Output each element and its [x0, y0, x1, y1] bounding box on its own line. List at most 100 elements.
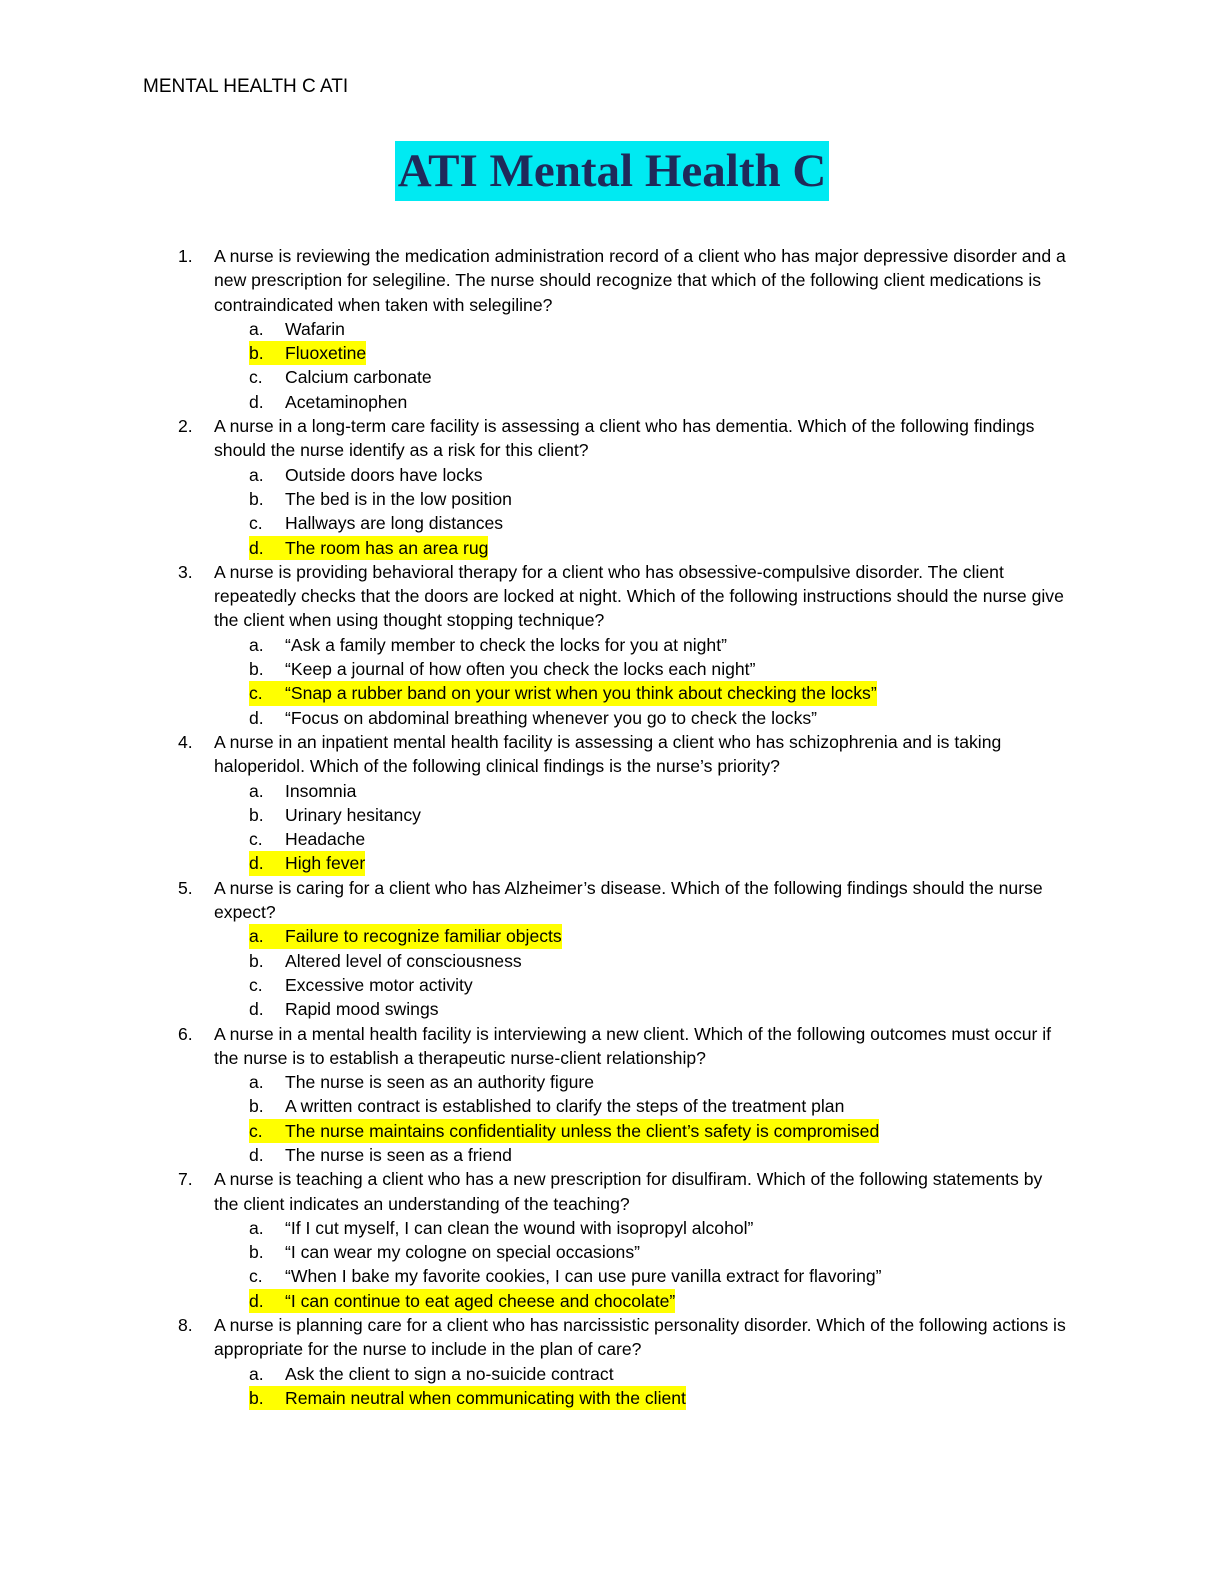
- option-letter: a.: [249, 318, 264, 339]
- highlighted-answer: d.High fever: [249, 851, 366, 876]
- answer-option: d.“Focus on abdominal breathing whenever…: [0, 706, 1224, 730]
- option-text: Rapid mood swings: [285, 999, 439, 1020]
- option-text: Outside doors have locks: [285, 464, 483, 485]
- answer-option-content: a.Insomnia: [249, 779, 356, 803]
- option-letter: c.: [249, 829, 263, 850]
- option-text: “Focus on abdominal breathing whenever y…: [285, 707, 818, 728]
- question-text: A nurse is planning care for a client wh…: [214, 1315, 1066, 1360]
- option-letter: b.: [249, 659, 264, 680]
- answer-option: d.Acetaminophen: [0, 390, 1224, 414]
- option-letter: b.: [249, 488, 264, 509]
- question-item: 1. A nurse is reviewing the medication ad…: [0, 244, 1224, 414]
- answer-option: a. “Ask a family member to check the lock…: [0, 633, 1224, 657]
- question-number: 2.: [178, 416, 193, 437]
- option-text: The bed is in the low position: [285, 488, 512, 509]
- answer-option: d.The room has an area rug: [0, 535, 1224, 560]
- answer-option-content: b. A written contract is established to c…: [249, 1094, 844, 1118]
- option-text: Urinary hesitancy: [285, 804, 421, 825]
- option-letter: c.: [249, 974, 263, 995]
- option-text: “I can wear my cologne on special occasi…: [285, 1242, 640, 1263]
- answer-option-content: c. “When I bake my favorite cookies, I ca…: [249, 1264, 882, 1288]
- question-item: 4.A nurse in an inpatient mental health …: [0, 730, 1224, 876]
- answer-option: b.Fluoxetine: [0, 341, 1224, 366]
- question-number: 6.: [178, 1023, 193, 1044]
- question-item: 3.A nurse is providing behavioral therap…: [0, 560, 1224, 730]
- document-title: ATI Mental Health C: [394, 141, 830, 201]
- question-item: 7. A nurse is teaching a client who has a…: [0, 1167, 1224, 1314]
- option-letter: d.: [249, 1290, 264, 1311]
- question-number: 5.: [178, 877, 193, 898]
- answer-option: b.Remain neutral when communicating with…: [0, 1385, 1224, 1411]
- answer-option: b. The bed is in the low position: [0, 487, 1224, 511]
- option-letter: a.: [249, 926, 264, 947]
- title-container: ATI Mental Health C: [0, 141, 1224, 201]
- option-letter: a.: [249, 780, 264, 801]
- question-text: A nurse in a mental health facility is i…: [214, 1023, 1052, 1068]
- answer-option: a. Wafarin: [0, 317, 1224, 341]
- option-text: “Ask a family member to check the locks …: [285, 634, 727, 655]
- option-text: Ask the client to sign a no-suicide cont…: [285, 1363, 614, 1384]
- question-number: 3.: [178, 561, 193, 582]
- option-letter: b.: [249, 1242, 264, 1263]
- answer-option-content: b.Altered level of consciousness: [249, 949, 522, 973]
- question-text: A nurse is teaching a client who has a n…: [214, 1169, 1043, 1214]
- answer-option: a.The nurse is seen as an authority figu…: [0, 1070, 1224, 1094]
- option-text: The nurse is seen as an authority figure: [285, 1072, 595, 1093]
- option-letter: d.: [249, 999, 264, 1020]
- highlighted-answer: b.Fluoxetine: [249, 341, 367, 366]
- highlighted-answer: c. “Snap a rubber band on your wrist when…: [249, 681, 877, 706]
- answer-option: d. The nurse is seen as a friend: [0, 1143, 1224, 1167]
- option-text: Headache: [285, 829, 366, 850]
- option-letter: a.: [249, 464, 264, 485]
- question-number: 4.: [178, 731, 193, 752]
- option-text: The nurse is seen as a friend: [285, 1144, 512, 1165]
- answer-option: b.Urinary hesitancy: [0, 803, 1224, 827]
- question-text: A nurse is caring for a client who has A…: [214, 877, 1043, 923]
- option-letter: d.: [249, 1144, 264, 1165]
- highlighted-answer: d.The room has an area rug: [249, 535, 489, 560]
- answer-option: a. Outside doors have locks: [0, 463, 1224, 487]
- option-letter: a.: [249, 634, 264, 655]
- question-number: 7.: [178, 1169, 193, 1190]
- option-letter: d.: [249, 537, 264, 558]
- question-item: 6. A nurse in a mental health facility is…: [0, 1022, 1224, 1168]
- answer-option: b. A written contract is established to c…: [0, 1094, 1224, 1118]
- answer-option: c.Calcium carbonate: [0, 365, 1224, 389]
- answer-option: d. Rapid mood swings: [0, 997, 1224, 1021]
- option-text: “Snap a rubber band on your wrist when y…: [285, 683, 877, 704]
- question-text: A nurse is reviewing the medication admi…: [214, 246, 1066, 315]
- option-letter: c.: [249, 1120, 263, 1141]
- answer-option-content: a.“If I cut myself, I can clean the woun…: [249, 1216, 753, 1240]
- answer-option-content: c.Excessive motor activity: [249, 973, 473, 997]
- answer-option-content: c.Calcium carbonate: [249, 365, 432, 389]
- option-letter: a.: [249, 1217, 264, 1238]
- question-number: 1.: [178, 246, 193, 266]
- option-letter: c.: [249, 683, 263, 704]
- option-letter: b.: [249, 1387, 264, 1408]
- highlighted-answer: a. Failure to recognize familiar objects: [249, 924, 562, 949]
- answer-option-content: d.Acetaminophen: [249, 390, 407, 414]
- question-item: 5. A nurse is caring for a client who has…: [0, 876, 1224, 1022]
- option-text: A written contract is established to cla…: [285, 1096, 845, 1117]
- question-text: A nurse in a long-term care facility is …: [214, 416, 1035, 461]
- option-letter: c.: [249, 1266, 263, 1287]
- answer-option: c. The nurse maintains confidentiality un…: [0, 1118, 1224, 1143]
- question-list: 1. A nurse is reviewing the medication ad…: [0, 244, 1224, 1411]
- option-text: High fever: [285, 853, 366, 874]
- answer-option: a.“If I cut myself, I can clean the woun…: [0, 1216, 1224, 1240]
- option-letter: b.: [249, 1096, 264, 1117]
- option-text: “I can continue to eat aged cheese and c…: [285, 1290, 676, 1311]
- answer-option-content: d. The nurse is seen as a friend: [249, 1143, 512, 1167]
- option-text: The nurse maintains confidentiality unle…: [285, 1120, 880, 1141]
- answer-option-content: d.“Focus on abdominal breathing whenever…: [249, 706, 817, 730]
- option-letter: c.: [249, 367, 263, 388]
- answer-option-content: c.Hallways are long distances: [249, 511, 503, 535]
- option-text: Failure to recognize familiar objects: [285, 926, 562, 947]
- highlighted-answer: b.Remain neutral when communicating with…: [249, 1385, 686, 1411]
- option-text: “Keep a journal of how often you check t…: [285, 659, 756, 680]
- option-text: “When I bake my favorite cookies, I can …: [285, 1266, 882, 1287]
- question-item: 8.A nurse is planning care for a client …: [0, 1313, 1224, 1411]
- answer-option: c.Excessive motor activity: [0, 973, 1224, 997]
- option-text: Wafarin: [285, 318, 345, 339]
- option-text: Fluoxetine: [285, 343, 367, 364]
